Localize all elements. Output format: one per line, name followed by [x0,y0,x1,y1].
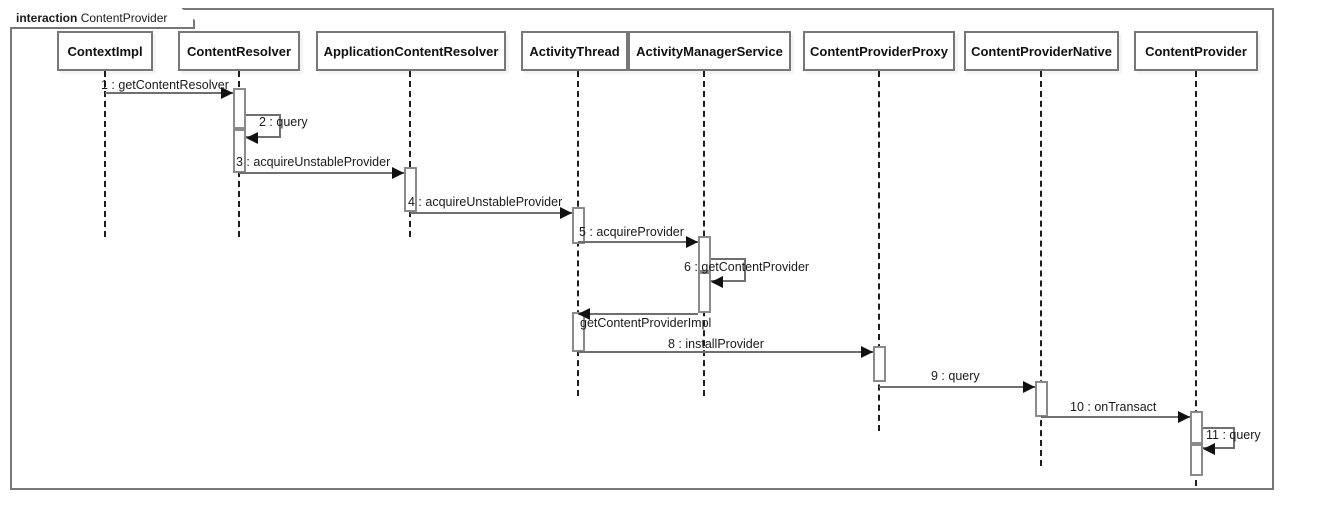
lifeline-head-activitythread[interactable]: ActivityThread [521,31,628,71]
lifeline-label-applicationcontentresolver: ApplicationContentResolver [323,43,499,59]
activation-contentresolver-1 [233,88,246,129]
lifeline-stem-applicationcontentresolver [409,71,411,237]
message-1-line [105,92,233,94]
activation-contentprovidernative-1 [1035,381,1048,417]
lifeline-label-activitymanagerservice: ActivityManagerService [636,43,783,59]
message-4-line [410,212,572,214]
message-8-arrowhead-icon [861,346,873,358]
message-3-arrowhead-icon [392,167,404,179]
lifeline-head-contentprovider[interactable]: ContentProvider [1134,31,1258,71]
message-1-arrowhead-icon [221,87,233,99]
lifeline-label-contentresolver: ContentResolver [186,43,292,59]
lifeline-head-contentresolver[interactable]: ContentResolver [178,31,300,71]
message-5-line [578,241,698,243]
message-3-label: 3 : acquireUnstableProvider [236,155,391,169]
lifeline-head-contentprovidernative[interactable]: ContentProviderNative [964,31,1119,71]
lifeline-stem-contentprovidernative [1040,71,1042,466]
activation-contentprovider-1 [1190,411,1203,444]
activation-contentproviderproxy-1 [873,346,886,382]
activation-applicationcontentresolver-1 [404,167,417,212]
message-3-line [239,172,404,174]
message-6-label: 6 : getContentProvider [684,260,810,274]
message-8-line [578,351,873,353]
lifeline-label-contextimpl: ContextImpl [67,43,143,59]
lifeline-label-contentprovidernative: ContentProviderNative [971,43,1112,59]
message-6-arrowhead-icon [711,276,723,288]
message-10-arrowhead-icon [1178,411,1190,423]
lifeline-stem-contentproviderproxy [878,71,880,431]
message-2-self-loop [246,114,281,138]
message-5-arrowhead-icon [686,236,698,248]
interaction-frame [10,8,1274,490]
message-8-label: 8 : installProvider [668,337,764,351]
message-10-label: 10 : onTransact [1070,400,1157,414]
message-1-label: 1 : getContentResolver [101,78,229,92]
message-7-label: getContentProviderImpl [580,316,712,330]
message-11-self-loop [1203,427,1235,449]
message-2-label: 2 : query [259,115,308,129]
frame-name: ContentProvider [80,11,168,25]
lifeline-stem-contextimpl [104,71,106,237]
activation-activitymanagerservice-1 [698,236,711,272]
message-7-arrowhead-icon [578,308,590,320]
message-10-line [1041,416,1190,418]
lifeline-label-activitythread: ActivityThread [529,43,620,59]
message-2-arrowhead-icon [246,132,258,144]
lifeline-head-activitymanagerservice[interactable]: ActivityManagerService [628,31,791,71]
message-4-arrowhead-icon [560,207,572,219]
lifeline-label-contentprovider: ContentProvider [1145,43,1247,59]
message-6-self-loop [711,258,746,282]
message-5-label: 5 : acquireProvider [579,225,684,239]
activation-activitymanagerservice-2 [698,272,711,313]
message-11-arrowhead-icon [1203,443,1215,455]
lifeline-head-contentproviderproxy[interactable]: ContentProviderProxy [803,31,955,71]
activation-contentprovider-2 [1190,444,1203,476]
lifeline-head-applicationcontentresolver[interactable]: ApplicationContentResolver [316,31,506,71]
message-7-line [578,313,698,315]
lifeline-label-contentproviderproxy: ContentProviderProxy [810,43,948,59]
lifeline-head-contextimpl[interactable]: ContextImpl [57,31,153,71]
frame-keyword: interaction [16,11,78,25]
lifeline-stem-contentprovider [1195,71,1197,486]
message-9-line [879,386,1035,388]
interaction-frame-label: interaction ContentProvider [10,8,195,29]
message-4-label: 4 : acquireUnstableProvider [408,195,563,209]
message-11-label: 11 : query [1206,428,1261,442]
message-9-label: 9 : query [931,369,980,383]
lifeline-stem-activitymanagerservice [703,71,705,396]
activation-activitythread-1 [572,207,585,244]
message-9-arrowhead-icon [1023,381,1035,393]
